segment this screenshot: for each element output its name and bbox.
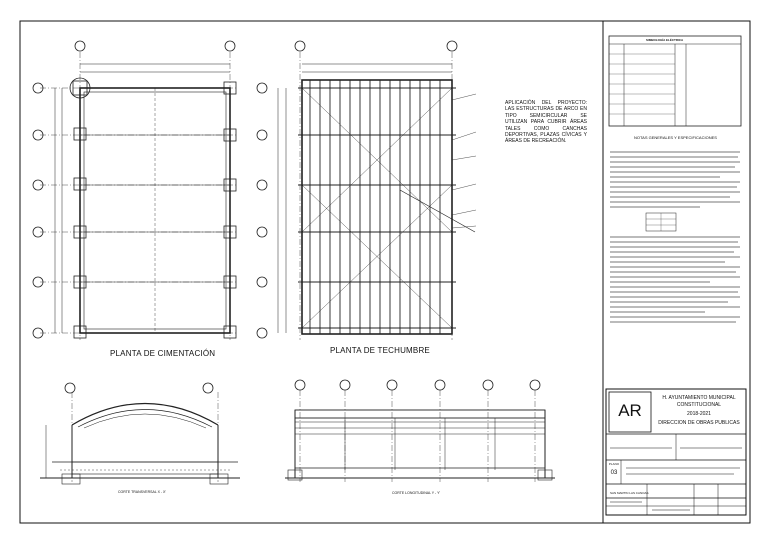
department: DIRECCION DE OBRAS PUBLICAS	[658, 420, 740, 426]
authority-line1: H. AYUNTAMIENTO MUNICIPAL	[662, 395, 736, 401]
title-block	[605, 388, 747, 516]
notes-header: NOTAS GENERALES Y ESPECIFICACIONES	[634, 135, 717, 140]
logo: AR	[618, 401, 642, 420]
sheet-border	[19, 20, 751, 524]
foundation-plan-title: PLANTA DE CIMENTACIÓN	[110, 349, 216, 358]
plan-number: 03	[610, 470, 618, 476]
location: SAN MARTIN LAS CANOAS	[610, 491, 649, 495]
roof-plan	[256, 40, 477, 340]
foundation-plan	[32, 40, 237, 340]
legend-title: SIMBOLOGÍA ELÉCTRICA	[646, 38, 684, 42]
roof-bracing	[301, 87, 453, 329]
authority-line2: CONSTITUCIONAL	[676, 402, 722, 408]
longitudinal-section	[285, 379, 555, 482]
notes-legend-table	[608, 35, 742, 232]
longitudinal-section-title: CORTE LONGITUDINAL Y - Y'	[392, 491, 441, 495]
application-note: APLICACIÓN DEL PROYECTO: LAS ESTRUCTURAS…	[505, 100, 587, 145]
transverse-section	[40, 382, 240, 485]
transverse-section-title: CORTE TRANSVERSAL X - X'	[118, 490, 167, 494]
period: 2018-2021	[687, 411, 711, 417]
roof-plan-title: PLANTA DE TECHUMBRE	[330, 346, 430, 355]
plan-label: PLANO	[608, 462, 620, 466]
notes-text-block	[610, 151, 740, 323]
